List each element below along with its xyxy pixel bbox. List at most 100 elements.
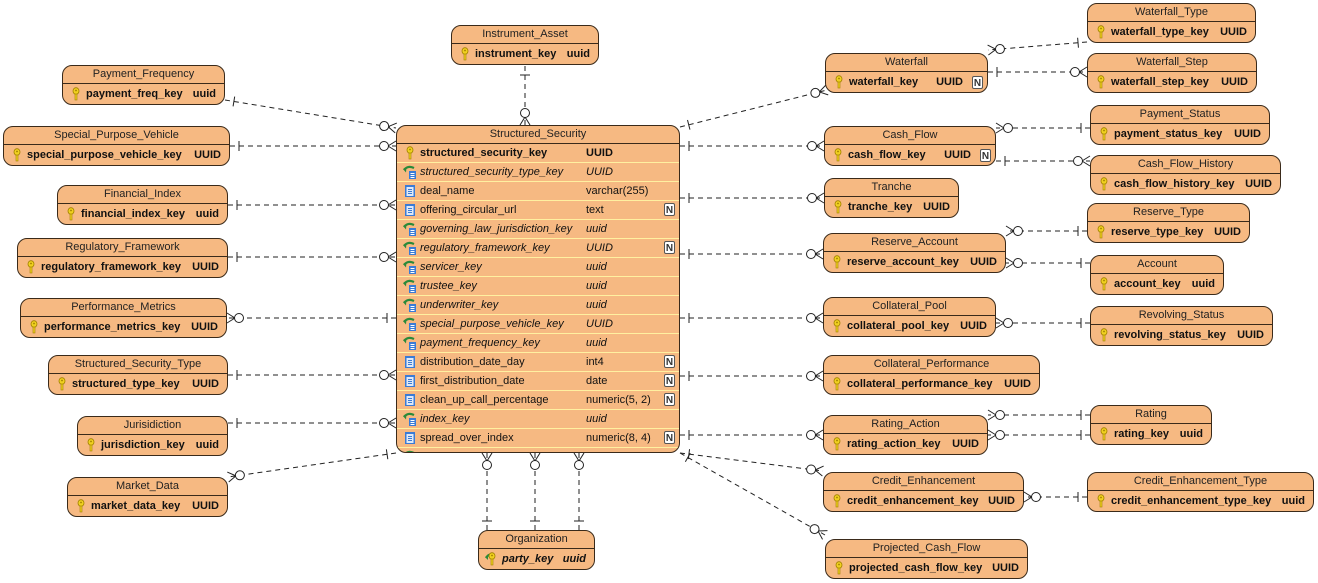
entity-structured-security[interactable]: Structured_Security structured_security_… xyxy=(396,125,680,453)
entity-title: Market_Data xyxy=(68,478,227,496)
primary-key-icon xyxy=(830,319,844,333)
entity-title: Payment_Status xyxy=(1091,106,1269,124)
cardinality-one-mark xyxy=(687,119,691,130)
entity-title: Account xyxy=(1091,256,1223,274)
cardinality-zero-or-many-mark xyxy=(809,524,828,540)
cardinality-zero-or-many-mark xyxy=(987,44,1005,56)
cardinality-zero-or-many-mark xyxy=(995,317,1013,329)
cardinality-zero-or-many-mark xyxy=(379,251,397,263)
cardinality-zero-or-many-mark xyxy=(573,452,585,470)
cardinality-zero-or-many-mark xyxy=(806,248,824,260)
column-type: uuid xyxy=(562,553,586,565)
entity-title: Regulatory_Framework xyxy=(18,239,227,257)
cardinality-one-mark xyxy=(232,96,236,107)
cardinality-zero-or-many-mark xyxy=(987,409,1005,421)
column-name: waterfall_key xyxy=(849,76,919,88)
column-type: UUID xyxy=(970,256,997,268)
column-type: UUID xyxy=(586,242,613,254)
cardinality-zero-or-many-mark xyxy=(379,417,397,429)
primary-key-icon xyxy=(1094,494,1108,508)
column-type: UUID xyxy=(1220,26,1247,38)
column-name: regulatory_framework_key xyxy=(420,242,550,254)
primary-key-icon xyxy=(830,377,844,391)
column-type: uuid xyxy=(586,337,607,349)
cardinality-one-mark xyxy=(684,452,691,463)
entity-title: Reserve_Account xyxy=(824,234,1005,252)
